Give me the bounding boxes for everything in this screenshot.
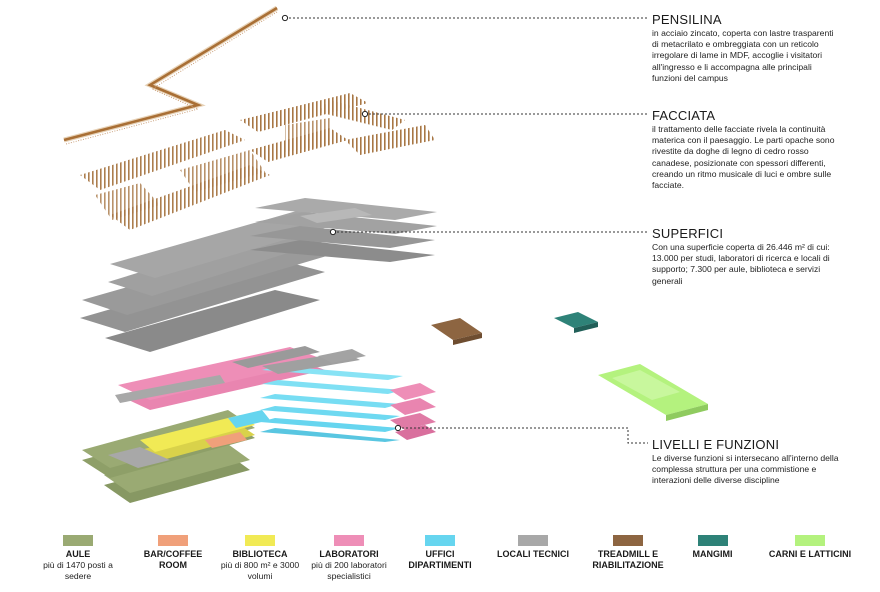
legend-swatch — [425, 535, 455, 546]
legend-subtitle: più di 200 laboratori specialistici — [311, 560, 387, 581]
legend-swatch — [245, 535, 275, 546]
leader-lines — [285, 17, 648, 444]
callout-facciata: FACCIATA il trattamento delle facciate r… — [652, 108, 842, 191]
callout-title: FACCIATA — [652, 108, 716, 123]
callout-superfici: SUPERFICI Con una superficie coperta di … — [652, 226, 842, 287]
legend-item-carni-latticini: CARNI E LATTICINI — [755, 535, 865, 560]
legend-swatch — [518, 535, 548, 546]
callout-text: in acciaio zincato, coperta con lastre t… — [652, 28, 834, 83]
callout-livelli-funzioni: LIVELLI E FUNZIONI Le diverse funzioni s… — [652, 437, 842, 487]
callout-text: Le diverse funzioni si intersecano all'i… — [652, 453, 839, 486]
legend-item-uffici: UFFICI DIPARTIMENTI — [405, 535, 475, 571]
legend-swatch — [697, 535, 728, 546]
leader-dots — [281, 14, 402, 432]
callout-pensilina: PENSILINA in acciaio zincato, coperta co… — [652, 12, 842, 84]
legend-subtitle: più di 1470 posti a sedere — [43, 560, 113, 581]
legend-item-laboratori: LABORATORI più di 200 laboratori special… — [303, 535, 395, 581]
legend-swatch — [63, 535, 93, 546]
legend-title: LOCALI TECNICI — [497, 549, 569, 559]
legend-swatch — [795, 535, 825, 546]
legend-item-locali-tecnici: LOCALI TECNICI — [488, 535, 578, 560]
leader-livelli — [398, 427, 648, 444]
callout-title: SUPERFICI — [652, 226, 724, 241]
legend: AULE più di 1470 posti a sedere BAR/COFF… — [0, 535, 880, 587]
legend-title: BIBLIOTECA — [232, 549, 288, 559]
legend-item-treadmill: TREADMILL E RIABILITAZIONE — [583, 535, 673, 571]
program-layer — [82, 346, 436, 503]
legend-item-biblioteca: BIBLIOTECA più di 800 m² e 3000 volumi — [220, 535, 300, 581]
callout-text: il trattamento delle facciate rivela la … — [652, 124, 835, 191]
legend-title: AULE — [65, 549, 91, 559]
legend-title: MANGIMI — [692, 549, 733, 559]
legend-title: CARNI E LATTICINI — [768, 549, 852, 559]
legend-title: LABORATORI — [319, 549, 379, 559]
legend-swatch — [334, 535, 364, 546]
floor-slabs-layer — [80, 198, 437, 352]
callout-text: Con una superficie coperta di 26.446 m² … — [652, 242, 830, 286]
legend-swatch — [158, 535, 188, 546]
floating-volumes — [431, 312, 708, 421]
callout-title: PENSILINA — [652, 12, 722, 27]
legend-item-bar-coffee: BAR/COFFEE ROOM — [133, 535, 213, 571]
legend-item-aule: AULE più di 1470 posti a sedere — [38, 535, 118, 581]
legend-title: UFFICI DIPARTIMENTI — [408, 549, 472, 570]
canopy-layer — [63, 5, 279, 145]
legend-title: TREADMILL E RIABILITAZIONE — [592, 549, 664, 570]
facade-layer — [80, 93, 435, 230]
dot-facciata — [361, 110, 369, 118]
dot-pensilina — [281, 14, 289, 22]
dot-livelli — [394, 424, 402, 432]
legend-swatch — [613, 535, 643, 546]
callout-title: LIVELLI E FUNZIONI — [652, 437, 780, 452]
legend-title: BAR/COFFEE ROOM — [143, 549, 203, 570]
legend-subtitle: più di 800 m² e 3000 volumi — [220, 560, 300, 581]
legend-item-mangimi: MANGIMI — [680, 535, 745, 560]
dot-superfici — [329, 228, 337, 236]
